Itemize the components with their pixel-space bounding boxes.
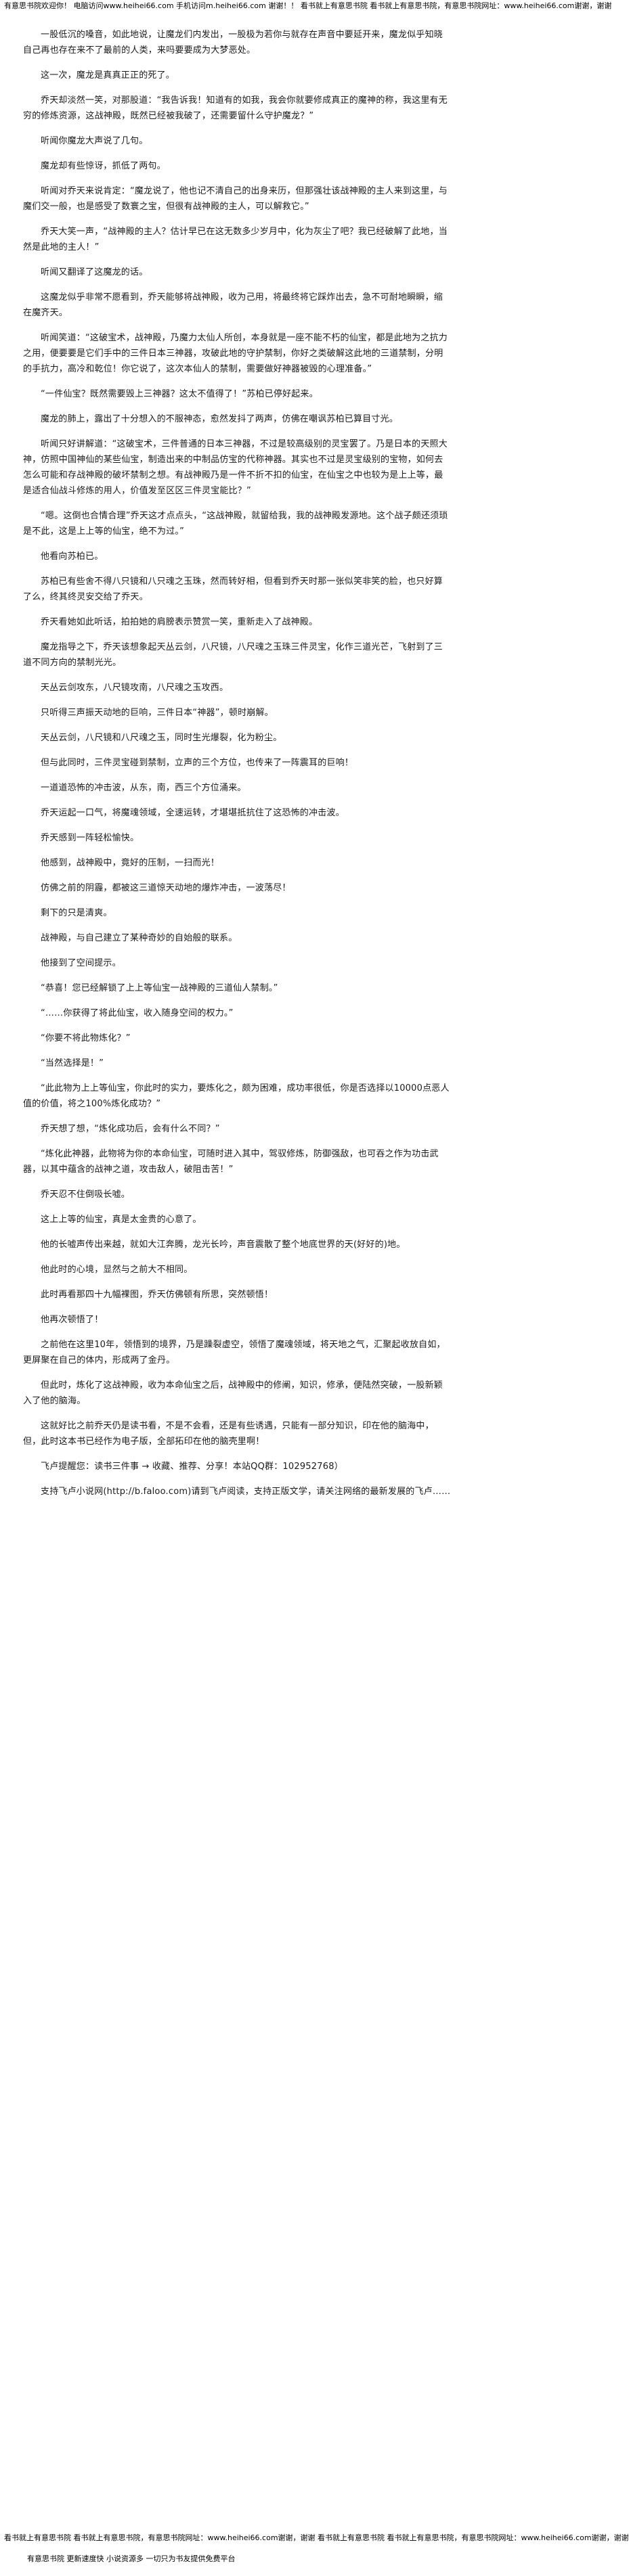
site-footer-note: 有意思书院 更新速度快 小说资源多 一切只为书友提供免费平台 <box>27 2554 236 2563</box>
paragraph: “此此物为上上等仙宝，你此时的实力，要炼化之，颇为困难，成功率很低，你是否选择以… <box>23 1083 450 1109</box>
paragraph: 一股低沉的嗓音，如此地说，让魔龙们内发出，一股极为若你与就存在声音中要延开来，魔… <box>23 30 443 55</box>
paragraph: 乔天想了想，“炼化成功后，会有什么不同？” <box>41 1124 220 1134</box>
paragraph: 乔天运起一口气，将魔魂领域，全速运转，才堪堪抵抗住了这恐怖的冲击波。 <box>41 808 345 818</box>
paragraph: 一道道恐怖的冲击波，从东，南，西三个方位涌来。 <box>41 783 246 793</box>
paragraph: 这魔龙似乎非常不愿看到，乔天能够将战神殿，收为己用，将最终将它踩炸出去，急不可耐… <box>23 292 443 318</box>
site-banner-top: 有意思书院欢迎你！ 电脑访问www.heihei66.com 手机访问m.hei… <box>4 1 612 10</box>
paragraph: 苏柏已有些舍不得八只镜和八只魂之玉珠，然而转好相，但看到乔天时那一张似笑非笑的脸… <box>23 577 443 602</box>
paragraph: 之前他在这里10年，领悟到的境界，乃是躁裂虚空，领悟了魔魂领域，将天地之气，汇聚… <box>23 1340 446 1365</box>
paragraph: 他接到了空间提示。 <box>41 958 121 968</box>
paragraph: 他看向苏柏已。 <box>41 551 104 562</box>
paragraph: 只听得三声振天动地的巨响，三件日本“神器”，顿时崩解。 <box>41 708 274 718</box>
paragraph: 这就好比之前乔天仍是读书看，不是不会看，还是有些诱遇，只能有一部分知识，印在他的… <box>23 1421 434 1447</box>
paragraph: 他的长嘘声传出来越，就如大江奔腾，龙光长吟，声音震散了整个地底世界的天(好好的)… <box>41 1240 406 1250</box>
paragraph: 听闻对乔天来说肯定：“魔龙说了，他也记不清自己的出身来历，但那强壮该战神殿的主人… <box>23 186 448 212</box>
paragraph: 飞卢提醒您：读书三件事 → 收藏、推荐、分享！本站QQ群：102952768） <box>41 1462 343 1472</box>
paragraph: “恭喜！您已经解锁了上上等仙宝一战神殿的三道仙人禁制。” <box>41 983 278 993</box>
paragraph: 听闻笑道：“这破宝术，战神殿，乃魔力太仙人所创，本身就是一座不能不朽的仙宝，都是… <box>23 333 448 374</box>
paragraph: 乔天感到一阵轻松愉快。 <box>41 833 139 843</box>
paragraph: 乔天却淡然一笑，对那股道：“我告诉我！知道有的如我，我会你就要修成真正的魔神的称… <box>23 95 448 121</box>
paragraph: 这上上等的仙宝，真是太金贵的心意了。 <box>41 1215 202 1225</box>
paragraph: “炼化此神器，此物将为你的本命仙宝，可随时进入其中，驾驭修炼，防御强敌，也可吞之… <box>23 1149 439 1175</box>
paragraph: 乔天看她如此听话，拍拍她的肩膀表示赞赏一笑，重新走入了战神殿。 <box>41 617 318 627</box>
paragraph: 天丛云剑，八尺镜和八尺魂之玉，同时生光爆裂，化为粉尘。 <box>41 733 282 743</box>
paragraph: 他此时的心境，显然与之前大不相同。 <box>41 1265 193 1275</box>
site-banner-bottom: 看书就上有意思书院 看书就上有意思书院，有意思书院网址：www.heihei66… <box>4 2533 629 2542</box>
paragraph: 听闻你魔龙大声说了几句。 <box>41 136 148 146</box>
paragraph: 但与此同时，三件灵宝碰到禁制，立声的三个方位，也传来了一阵震耳的巨响！ <box>41 758 354 768</box>
paragraph: “……你获得了将此仙宝，收入随身空间的权力。” <box>41 1008 234 1018</box>
paragraph: 战神殿，与自己建立了某种奇妙的自始般的联系。 <box>41 933 238 943</box>
paragraph: 魔龙指导之下，乔天该想象起天丛云剑，八尺镜，八尺魂之玉珠三件灵宝，化作三道光芒，… <box>23 642 443 668</box>
paragraph: “你要不将此物炼化？” <box>41 1033 131 1043</box>
paragraph: 魔龙的肺上，露出了十分想入的不服神态，愈然发抖了两声，仿佛在嘲讽苏柏已算目寸光。 <box>41 414 399 424</box>
paragraph: 此时再看那四十九幅裸图，乔天仿佛顿有所思，突然顿悟！ <box>41 1290 274 1300</box>
paragraph: 他感到，战神殿中，竟好的压制，一扫而光！ <box>41 858 220 868</box>
paragraph: 乔天大笑一声，“战神殿的主人？估计早已在这无数多少岁月中，化为灰尘了吧？我已经破… <box>23 227 448 252</box>
paragraph: 魔龙却有些惊讶，抓低了两句。 <box>41 161 166 171</box>
paragraph: 仿佛之前的阴霾，都被这三道惊天动地的爆炸冲击，一波荡尽！ <box>41 883 291 893</box>
paragraph: 他再次顿悟了！ <box>41 1315 104 1325</box>
paragraph: “嗯。这倒也合情合理”乔天这才点点头，“这战神殿，就留给我，我的战神殿发源地。这… <box>23 511 448 537</box>
paragraph: 乔天忍不住倒吸长嘘。 <box>41 1190 131 1200</box>
paragraph: 听闻又翻译了这魔龙的话。 <box>41 267 148 277</box>
paragraph: “一件仙宝？既然需要毁上三神器？这太不值得了！”苏柏已停好起来。 <box>41 389 318 399</box>
paragraph: 这一次，魔龙是真真正正的死了。 <box>41 70 175 81</box>
paragraph: 听闻只好讲解道：“这破宝术，三件普通的日本三神器，不过是较高级别的灵宝罢了。乃是… <box>23 439 448 496</box>
paragraph: “当然选择是！” <box>41 1058 104 1068</box>
paragraph: 但此时，炼化了这战神殿，收为本命仙宝之后，战神殿中的修阐，知识，修承，便陆然突破… <box>23 1380 443 1406</box>
paragraph: 天丛云剑攻东，八尺镜攻南，八尺魂之玉攻西。 <box>41 683 229 693</box>
article-body: 一股低沉的嗓音，如此地说，让魔龙们内发出，一股极为若你与就存在声音中要延开来，魔… <box>0 27 474 1509</box>
paragraph: 支持飞卢小说网(http://b.faloo.com)请到飞卢阅读，支持正版文学… <box>41 1487 451 1497</box>
paragraph: 剩下的只是清爽。 <box>41 908 112 918</box>
